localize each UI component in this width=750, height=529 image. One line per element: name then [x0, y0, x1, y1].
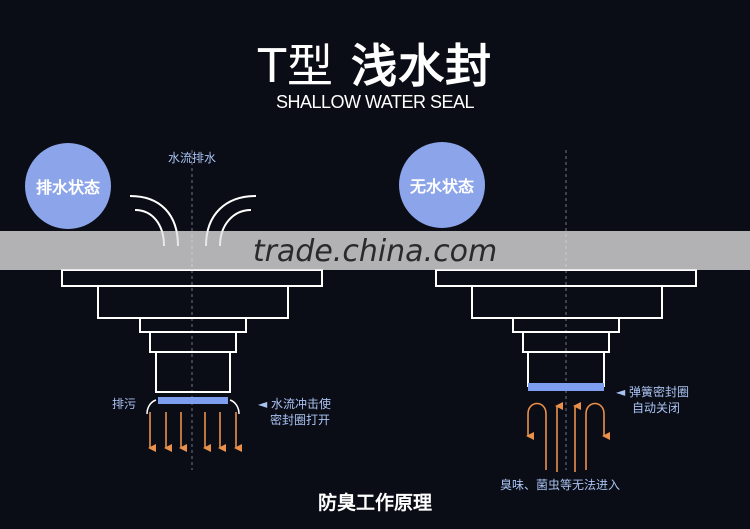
blocked-odor-arrows: [526, 402, 610, 472]
left-note-line1: ◄ 水流冲击使: [258, 397, 332, 411]
left-seal-flap-right: [229, 399, 240, 415]
right-note-line2: 自动关闭: [632, 401, 681, 415]
state-badge-draining: 排水状态: [25, 143, 111, 229]
title-type: T型: [257, 39, 335, 93]
left-seal-flap: [146, 399, 157, 415]
right-note: ◄ 弹簧密封圈 自动关闭: [616, 384, 689, 416]
page-subtitle: SHALLOW WATER SEAL: [275, 92, 475, 112]
right-drain-body: [435, 269, 697, 387]
bottom-title: 防臭工作原理: [317, 492, 432, 514]
title-main: 浅水封: [351, 39, 493, 93]
discharge-arrows: [148, 412, 242, 452]
left-note: ◄ 水流冲击使 密封圈打开: [258, 396, 331, 428]
odor-block-label: 臭味、菌虫等无法进入: [500, 478, 621, 492]
left-drain-body: [61, 269, 323, 393]
right-note-line1: ◄ 弹簧密封圈: [616, 385, 690, 399]
watermark-text: trade.china.com: [252, 234, 498, 269]
left-seal-ring: [158, 397, 228, 404]
watermark-band: [0, 231, 750, 270]
page-title: T型 浅水封: [0, 30, 750, 96]
state-badge-dry: 无水状态: [399, 142, 485, 228]
right-seal-ring: [528, 383, 604, 391]
discharge-label: 排污: [112, 397, 137, 411]
water-flow-label: 水流排水: [168, 151, 217, 165]
left-note-line2: 密封圈打开: [270, 413, 331, 427]
